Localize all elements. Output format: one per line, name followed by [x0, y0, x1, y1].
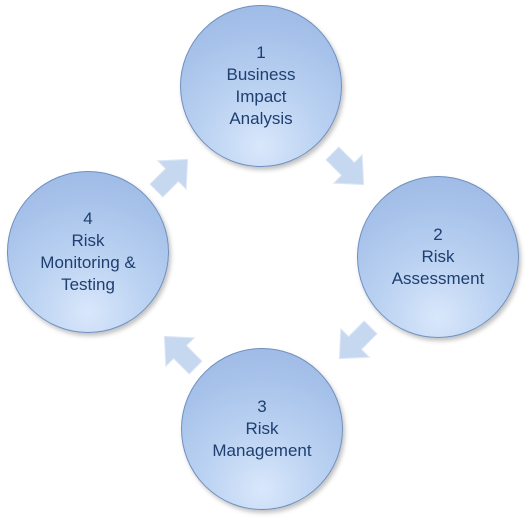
node-label-line: Management — [212, 441, 312, 460]
node-label-line: Testing — [61, 275, 115, 294]
arrow-4-to-1-icon — [149, 158, 189, 198]
node-label-line: Monitoring & — [40, 253, 136, 272]
cycle-node-risk-management: 3 Risk Management — [181, 348, 343, 510]
node-label-line: Assessment — [391, 269, 485, 288]
cycle-node-risk-assessment: 2 Risk Assessment — [357, 176, 519, 338]
cycle-node-risk-monitoring-testing: 4 Risk Monitoring & Testing — [7, 171, 169, 333]
node-label-line: Risk — [245, 419, 279, 438]
node-label-line: Risk — [71, 231, 105, 250]
node-number: 4 — [83, 209, 93, 228]
node-number: 1 — [256, 43, 266, 62]
node-label-line: Analysis — [229, 109, 293, 128]
node-number: 3 — [257, 397, 267, 416]
node-label-line: Risk — [421, 247, 455, 266]
node-label-line: Business — [226, 65, 296, 84]
arrow-1-to-2-icon — [325, 146, 365, 186]
cycle-node-business-impact-analysis: 1 Business Impact Analysis — [180, 5, 342, 167]
node-number: 2 — [433, 225, 443, 244]
arrow-3-to-4-icon — [163, 335, 203, 375]
arrow-2-to-3-icon — [338, 320, 378, 360]
node-label-line: Impact — [235, 87, 287, 106]
